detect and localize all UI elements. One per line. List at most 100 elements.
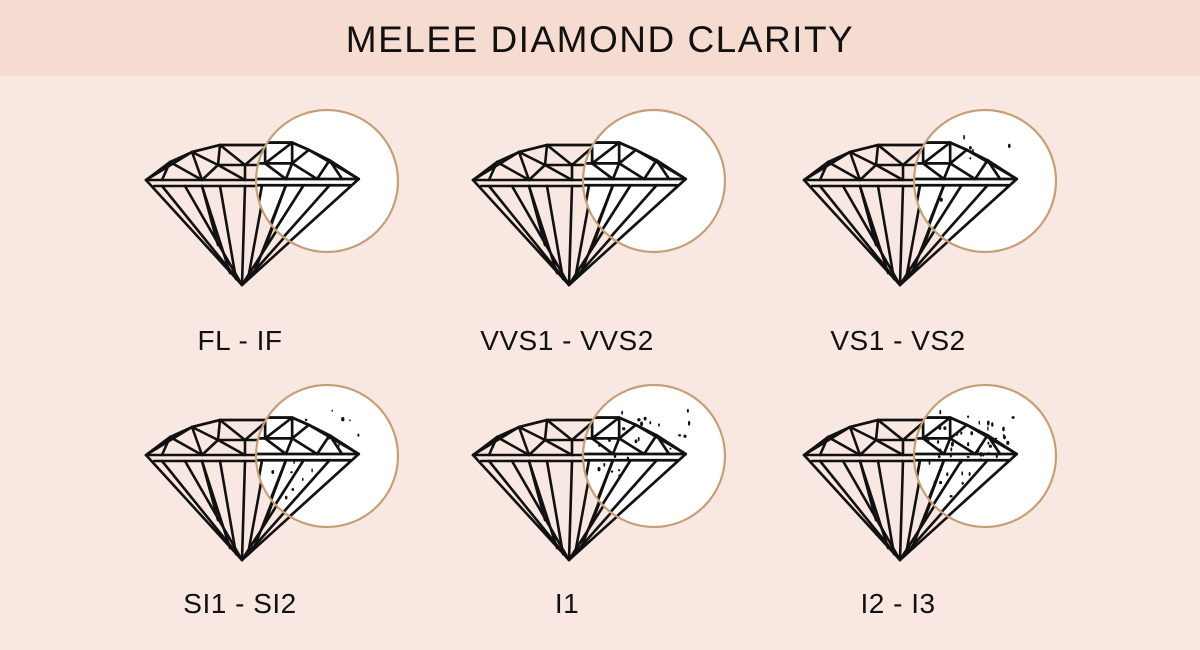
diamond-facet-line bbox=[543, 438, 574, 457]
diamond-facet-line bbox=[218, 184, 238, 281]
diamond-facet-line bbox=[655, 158, 671, 181]
diamond-facet-line bbox=[465, 150, 513, 179]
diamond-facet-line bbox=[200, 459, 220, 522]
clarity-card: I1 bbox=[467, 380, 797, 640]
diamond-facet-line bbox=[642, 158, 658, 181]
diamond-illustration bbox=[802, 383, 1058, 563]
inclusion-speck bbox=[968, 146, 972, 150]
inclusion-speck bbox=[988, 444, 993, 448]
inclusion-speck bbox=[284, 495, 288, 500]
inclusion-speck bbox=[937, 455, 941, 459]
inclusion-speck bbox=[621, 410, 623, 415]
inclusion-speck bbox=[939, 448, 942, 453]
inclusion-speck bbox=[936, 440, 940, 444]
diamond-facet-line bbox=[942, 437, 952, 456]
diamond-facet-line bbox=[858, 438, 878, 457]
inclusion-speck bbox=[970, 450, 973, 455]
inclusion-speck bbox=[291, 487, 295, 492]
clarity-grade-label: VVS1 - VVS2 bbox=[480, 325, 654, 356]
title-banner: MELEE DIAMOND CLARITY bbox=[0, 0, 1200, 76]
diamond-facet-line bbox=[238, 185, 241, 288]
inclusion-speck bbox=[1006, 440, 1010, 446]
diamond-facet-line bbox=[583, 416, 638, 427]
diamond-facet-line bbox=[495, 160, 531, 182]
inclusion-speck bbox=[658, 423, 660, 427]
diamond-facet-line bbox=[240, 184, 247, 287]
clarity-grade-label: FL - IF bbox=[197, 325, 283, 356]
inclusion-speck bbox=[328, 434, 331, 440]
diamond-facet-line bbox=[914, 416, 969, 427]
diamond-facet-line bbox=[545, 459, 565, 556]
inclusion-speck bbox=[331, 409, 333, 412]
diamond-facet-line bbox=[290, 423, 311, 440]
diamond-facet-line bbox=[921, 162, 946, 181]
diamond-facet-line bbox=[858, 184, 878, 247]
diamond-facet-line bbox=[590, 162, 615, 181]
diamond-facet-line bbox=[973, 433, 989, 456]
diamond-facet-line bbox=[328, 433, 344, 456]
inclusion-speck bbox=[970, 431, 974, 436]
diamond-facet-line bbox=[858, 163, 878, 182]
inclusion-speck bbox=[349, 419, 351, 422]
diamond-facet-line bbox=[942, 162, 952, 181]
inclusion-speck bbox=[943, 426, 947, 430]
inclusion-speck bbox=[949, 495, 953, 498]
diamond-illustration bbox=[802, 108, 1058, 287]
inclusion-speck bbox=[1011, 416, 1015, 419]
inclusion-speck bbox=[598, 444, 601, 447]
diamond-facet-line bbox=[160, 160, 172, 182]
diamond-facet-line bbox=[216, 163, 247, 182]
inclusion-speck bbox=[968, 472, 971, 476]
diamond-facet-line bbox=[190, 150, 204, 182]
diamond-illustration bbox=[471, 383, 727, 562]
diamond-facet-line bbox=[487, 435, 499, 457]
inclusion-speck bbox=[987, 452, 990, 456]
inclusion-speck bbox=[961, 481, 964, 485]
diamond-facet-line bbox=[617, 423, 638, 440]
diamond-facet-line bbox=[200, 438, 220, 457]
diamond-facet-line bbox=[510, 184, 571, 287]
diamond-facet-line bbox=[826, 160, 862, 182]
diamond-facet-line bbox=[841, 184, 902, 287]
diamond-facet-line bbox=[567, 184, 574, 287]
inclusion-speck bbox=[982, 454, 985, 457]
inclusion-speck bbox=[302, 477, 304, 482]
diamond-facet-line bbox=[617, 162, 646, 181]
inclusion-speck bbox=[972, 148, 974, 154]
diamond-facet-line bbox=[256, 416, 311, 427]
diamond-facet-line bbox=[874, 163, 905, 182]
diamond-facet-line bbox=[848, 150, 862, 182]
inclusion-speck bbox=[939, 409, 942, 415]
diamond-facet-line bbox=[160, 435, 172, 457]
inclusion-speck bbox=[987, 441, 990, 445]
clarity-grade-label: VS1 - VS2 bbox=[830, 325, 966, 356]
magnifier-ring bbox=[254, 108, 400, 254]
inclusion-speck bbox=[304, 418, 308, 422]
diamond-facet-line bbox=[168, 435, 204, 457]
clarity-card: VVS1 - VVS2 bbox=[467, 105, 797, 365]
clarity-grade-label: SI1 - SI2 bbox=[183, 588, 297, 619]
inclusion-speck bbox=[966, 443, 969, 446]
diamond-facet-line bbox=[986, 158, 1002, 181]
diamond-facet-line bbox=[290, 437, 319, 456]
clarity-card: SI1 - SI2 bbox=[140, 380, 470, 640]
diamond-facet-line bbox=[565, 185, 568, 288]
diamond-facet-line bbox=[642, 433, 658, 456]
diamond-facet-line bbox=[896, 460, 899, 563]
magnifier-ring bbox=[912, 383, 1058, 529]
inclusion-speck bbox=[1003, 435, 1006, 440]
inclusion-speck bbox=[669, 447, 672, 450]
diamond-illustration bbox=[465, 108, 727, 288]
diamond-facet-line bbox=[848, 425, 862, 457]
inclusion-speck bbox=[938, 425, 942, 430]
diamond-facet-line bbox=[315, 433, 331, 456]
inclusion-speck bbox=[949, 454, 952, 458]
inclusion-speck bbox=[928, 460, 931, 465]
inclusion-speck bbox=[960, 431, 963, 435]
diamond-facet-line bbox=[655, 433, 671, 456]
inclusion-speck bbox=[687, 420, 691, 426]
inclusion-speck bbox=[622, 427, 626, 431]
magnifier-ring bbox=[912, 108, 1058, 254]
diamond-facet-line bbox=[545, 184, 565, 281]
clarity-grade-label: I2 - I3 bbox=[860, 588, 936, 619]
